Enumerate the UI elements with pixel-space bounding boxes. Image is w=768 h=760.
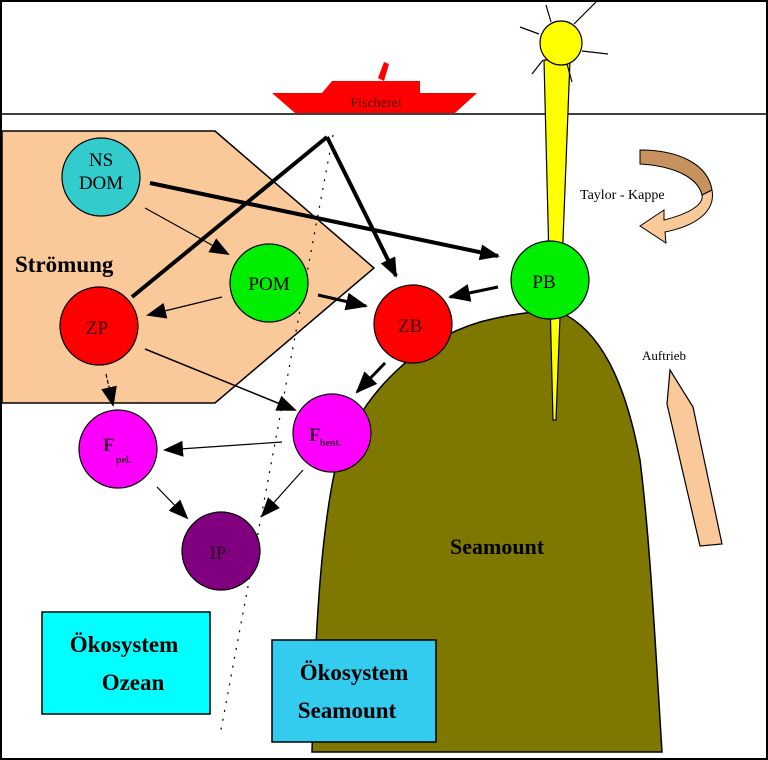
node-label: IP — [210, 543, 227, 564]
seamount-ecosystem-box: Ökosystem Seamount — [271, 639, 437, 743]
current-label: Strömung — [15, 252, 114, 277]
node-label: POM — [248, 274, 289, 295]
node-zp: ZP — [59, 286, 139, 366]
node-fbent: F bent. — [292, 393, 372, 473]
taylor-cap-label: Taylor - Kappe — [580, 188, 665, 203]
upwelling-label: Auftrieb — [642, 348, 686, 363]
flow-pom-zb — [317, 292, 368, 311]
ocean-box-line2: Ozean — [102, 670, 165, 695]
seamount-box-line1: Ökosystem — [300, 660, 409, 685]
fishery-label: Fischerei — [350, 96, 401, 111]
flow-nsdom-pb — [149, 181, 500, 261]
seamount-label: Seamount — [450, 534, 545, 559]
flow-fishery-zp — [130, 135, 329, 299]
node-pom: POM — [229, 243, 309, 323]
flow-nsdom-pom — [144, 207, 230, 255]
node-label: ZP — [86, 318, 108, 339]
taylor-cap-arrow — [639, 149, 713, 244]
ocean-ecosystem-box: Ökosystem Ozean — [41, 611, 211, 715]
flow-pom-zp — [146, 296, 223, 319]
flow-arrows — [101, 135, 500, 520]
flow-zb-fbent — [355, 361, 387, 394]
node-sublabel: pel. — [116, 455, 132, 466]
node-label: ZB — [398, 316, 422, 337]
fishing-ship: Fischerei — [272, 62, 477, 113]
flow-fbent-ip — [260, 469, 304, 518]
flow-pb-zb — [448, 284, 499, 302]
node-zb: ZB — [373, 284, 453, 364]
node-label: DOM — [79, 173, 123, 194]
flow-fpel-ip — [156, 486, 189, 520]
flow-zp-fpel — [101, 373, 117, 407]
upwelling-arrow — [666, 368, 723, 547]
node-ip: IP — [181, 511, 261, 591]
flow-fishery-zb — [325, 136, 398, 278]
flow-zp-fbent — [144, 348, 297, 411]
node-label: NS — [89, 150, 113, 171]
node-nsdom: NS DOM — [61, 137, 141, 217]
node-label: F — [103, 435, 115, 456]
node-sublabel: bent. — [320, 438, 342, 449]
seamount-box-line2: Seamount — [298, 698, 397, 723]
node-pb: PB — [510, 240, 590, 320]
flow-fbent-fpel — [163, 440, 283, 457]
node-label: PB — [532, 272, 555, 293]
node-fpel: F pel. — [78, 409, 158, 489]
ocean-box-line1: Ökosystem — [70, 632, 179, 657]
sun-icon — [519, 1, 609, 83]
node-label: F — [309, 425, 321, 446]
